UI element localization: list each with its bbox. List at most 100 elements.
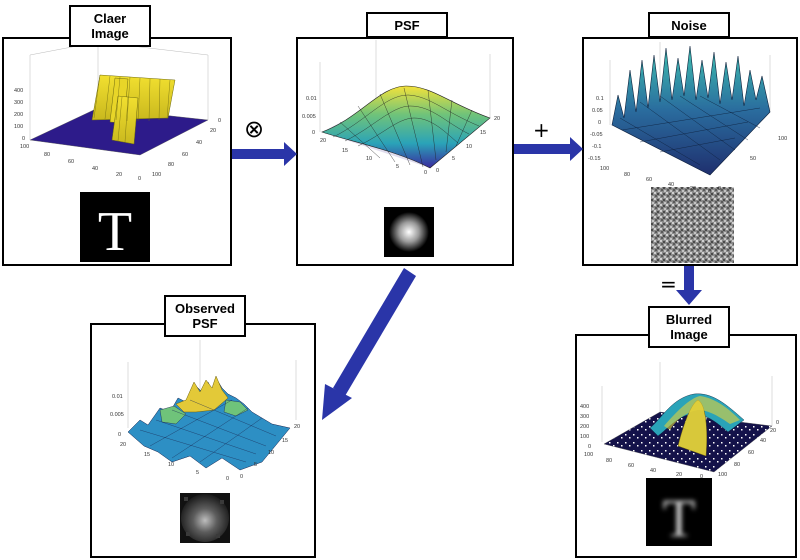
svg-text:100: 100 <box>20 144 29 150</box>
equals-operator: = <box>660 272 677 296</box>
observed-psf-label: Observed PSF <box>164 295 246 337</box>
svg-text:15: 15 <box>282 438 288 444</box>
blurred-image-surface-plot: T <box>601 362 773 548</box>
blurred-image-axes: 400 300 200 100 0 100 80 60 40 20 0 0 20… <box>580 404 779 480</box>
svg-text:15: 15 <box>480 130 486 136</box>
svg-text:80: 80 <box>624 172 630 178</box>
blurred-image-thumbnail-letter: T <box>663 488 696 548</box>
svg-text:100: 100 <box>580 434 589 440</box>
svg-text:60: 60 <box>182 152 188 158</box>
svg-text:20: 20 <box>770 428 776 434</box>
svg-text:0: 0 <box>218 118 221 124</box>
svg-text:80: 80 <box>606 458 612 464</box>
svg-text:10: 10 <box>168 462 174 468</box>
svg-text:20: 20 <box>210 128 216 134</box>
observed-psf-axes: 0.01 0.005 0 20 15 10 5 0 0 5 10 15 20 <box>110 394 300 482</box>
noise-axes: 0.1 0.05 0 -0.05 -0.1 -0.15 100 80 60 40… <box>588 96 787 195</box>
svg-text:80: 80 <box>168 162 174 168</box>
svg-text:80: 80 <box>44 152 50 158</box>
arrow-psf-to-noise <box>514 137 583 161</box>
svg-text:20: 20 <box>120 442 126 448</box>
observed-psf-surface-plot <box>127 340 297 543</box>
svg-text:40: 40 <box>760 438 766 444</box>
noise-surface-plot <box>609 42 771 263</box>
svg-text:0: 0 <box>700 474 703 480</box>
svg-text:0.005: 0.005 <box>302 114 316 120</box>
clear-image-thumbnail-letter: T <box>98 201 132 263</box>
svg-text:20: 20 <box>494 116 500 122</box>
psf-label: PSF <box>366 12 448 38</box>
svg-text:40: 40 <box>650 468 656 474</box>
svg-text:-0.1: -0.1 <box>592 144 601 150</box>
svg-text:0: 0 <box>708 189 711 195</box>
svg-text:10: 10 <box>366 156 372 162</box>
arrow-psf-to-observed <box>322 268 416 420</box>
svg-text:100: 100 <box>600 166 609 172</box>
svg-text:5: 5 <box>196 470 199 476</box>
svg-text:400: 400 <box>580 404 589 410</box>
svg-text:-0.15: -0.15 <box>588 156 601 162</box>
svg-text:5: 5 <box>396 164 399 170</box>
clear-image-label: Claer Image <box>69 5 151 47</box>
svg-text:0: 0 <box>436 168 439 174</box>
svg-text:0: 0 <box>118 432 121 438</box>
svg-text:-0.05: -0.05 <box>590 132 603 138</box>
svg-text:5: 5 <box>452 156 455 162</box>
svg-text:0: 0 <box>718 186 721 192</box>
svg-text:60: 60 <box>68 159 74 165</box>
svg-text:0: 0 <box>312 130 315 136</box>
svg-text:400: 400 <box>14 88 23 94</box>
svg-text:200: 200 <box>14 112 23 118</box>
svg-text:15: 15 <box>342 148 348 154</box>
svg-text:100: 100 <box>584 452 593 458</box>
svg-text:20: 20 <box>676 472 682 478</box>
svg-text:10: 10 <box>268 450 274 456</box>
svg-text:40: 40 <box>92 166 98 172</box>
svg-text:0: 0 <box>588 444 591 450</box>
arrow-clear-to-psf <box>232 142 297 166</box>
svg-text:40: 40 <box>196 140 202 146</box>
svg-text:40: 40 <box>668 182 674 188</box>
svg-text:5: 5 <box>254 462 257 468</box>
psf-axes: 0.01 0.005 0 20 15 10 5 0 0 5 10 15 20 <box>302 96 500 176</box>
svg-text:0.01: 0.01 <box>112 394 123 400</box>
svg-text:100: 100 <box>778 136 787 142</box>
svg-text:0: 0 <box>240 474 243 480</box>
svg-text:20: 20 <box>294 424 300 430</box>
svg-text:200: 200 <box>580 424 589 430</box>
svg-text:0.01: 0.01 <box>306 96 317 102</box>
convolution-operator: ⊗ <box>244 115 265 143</box>
svg-text:20: 20 <box>116 172 122 178</box>
svg-text:0: 0 <box>776 420 779 426</box>
noise-label: Noise <box>648 12 730 38</box>
svg-text:300: 300 <box>580 414 589 420</box>
svg-text:0: 0 <box>598 120 601 126</box>
svg-text:80: 80 <box>734 462 740 468</box>
svg-text:60: 60 <box>748 450 754 456</box>
svg-text:20: 20 <box>690 186 696 192</box>
svg-text:0.05: 0.05 <box>592 108 603 114</box>
svg-text:100: 100 <box>718 472 727 478</box>
svg-text:0: 0 <box>226 476 229 482</box>
svg-text:300: 300 <box>14 100 23 106</box>
svg-text:10: 10 <box>466 144 472 150</box>
svg-text:15: 15 <box>144 452 150 458</box>
clear-image-surface-plot: T <box>29 41 209 263</box>
clear-image-axes: 400 300 200 100 0 100 80 60 40 20 0 0 20… <box>14 88 221 182</box>
svg-text:0.005: 0.005 <box>110 412 124 418</box>
svg-text:0: 0 <box>424 170 427 176</box>
svg-text:0: 0 <box>22 136 25 142</box>
svg-text:50: 50 <box>750 156 756 162</box>
svg-text:60: 60 <box>628 463 634 469</box>
psf-surface-plot <box>319 40 491 257</box>
svg-text:0.1: 0.1 <box>596 96 604 102</box>
blurred-image-label: Blurred Image <box>648 306 730 348</box>
svg-text:20: 20 <box>320 138 326 144</box>
svg-text:100: 100 <box>14 124 23 130</box>
svg-text:100: 100 <box>152 172 161 178</box>
svg-text:60: 60 <box>646 177 652 183</box>
plus-operator: + <box>533 118 550 142</box>
svg-text:0: 0 <box>138 176 141 182</box>
arrow-noise-to-blurred <box>676 266 702 305</box>
